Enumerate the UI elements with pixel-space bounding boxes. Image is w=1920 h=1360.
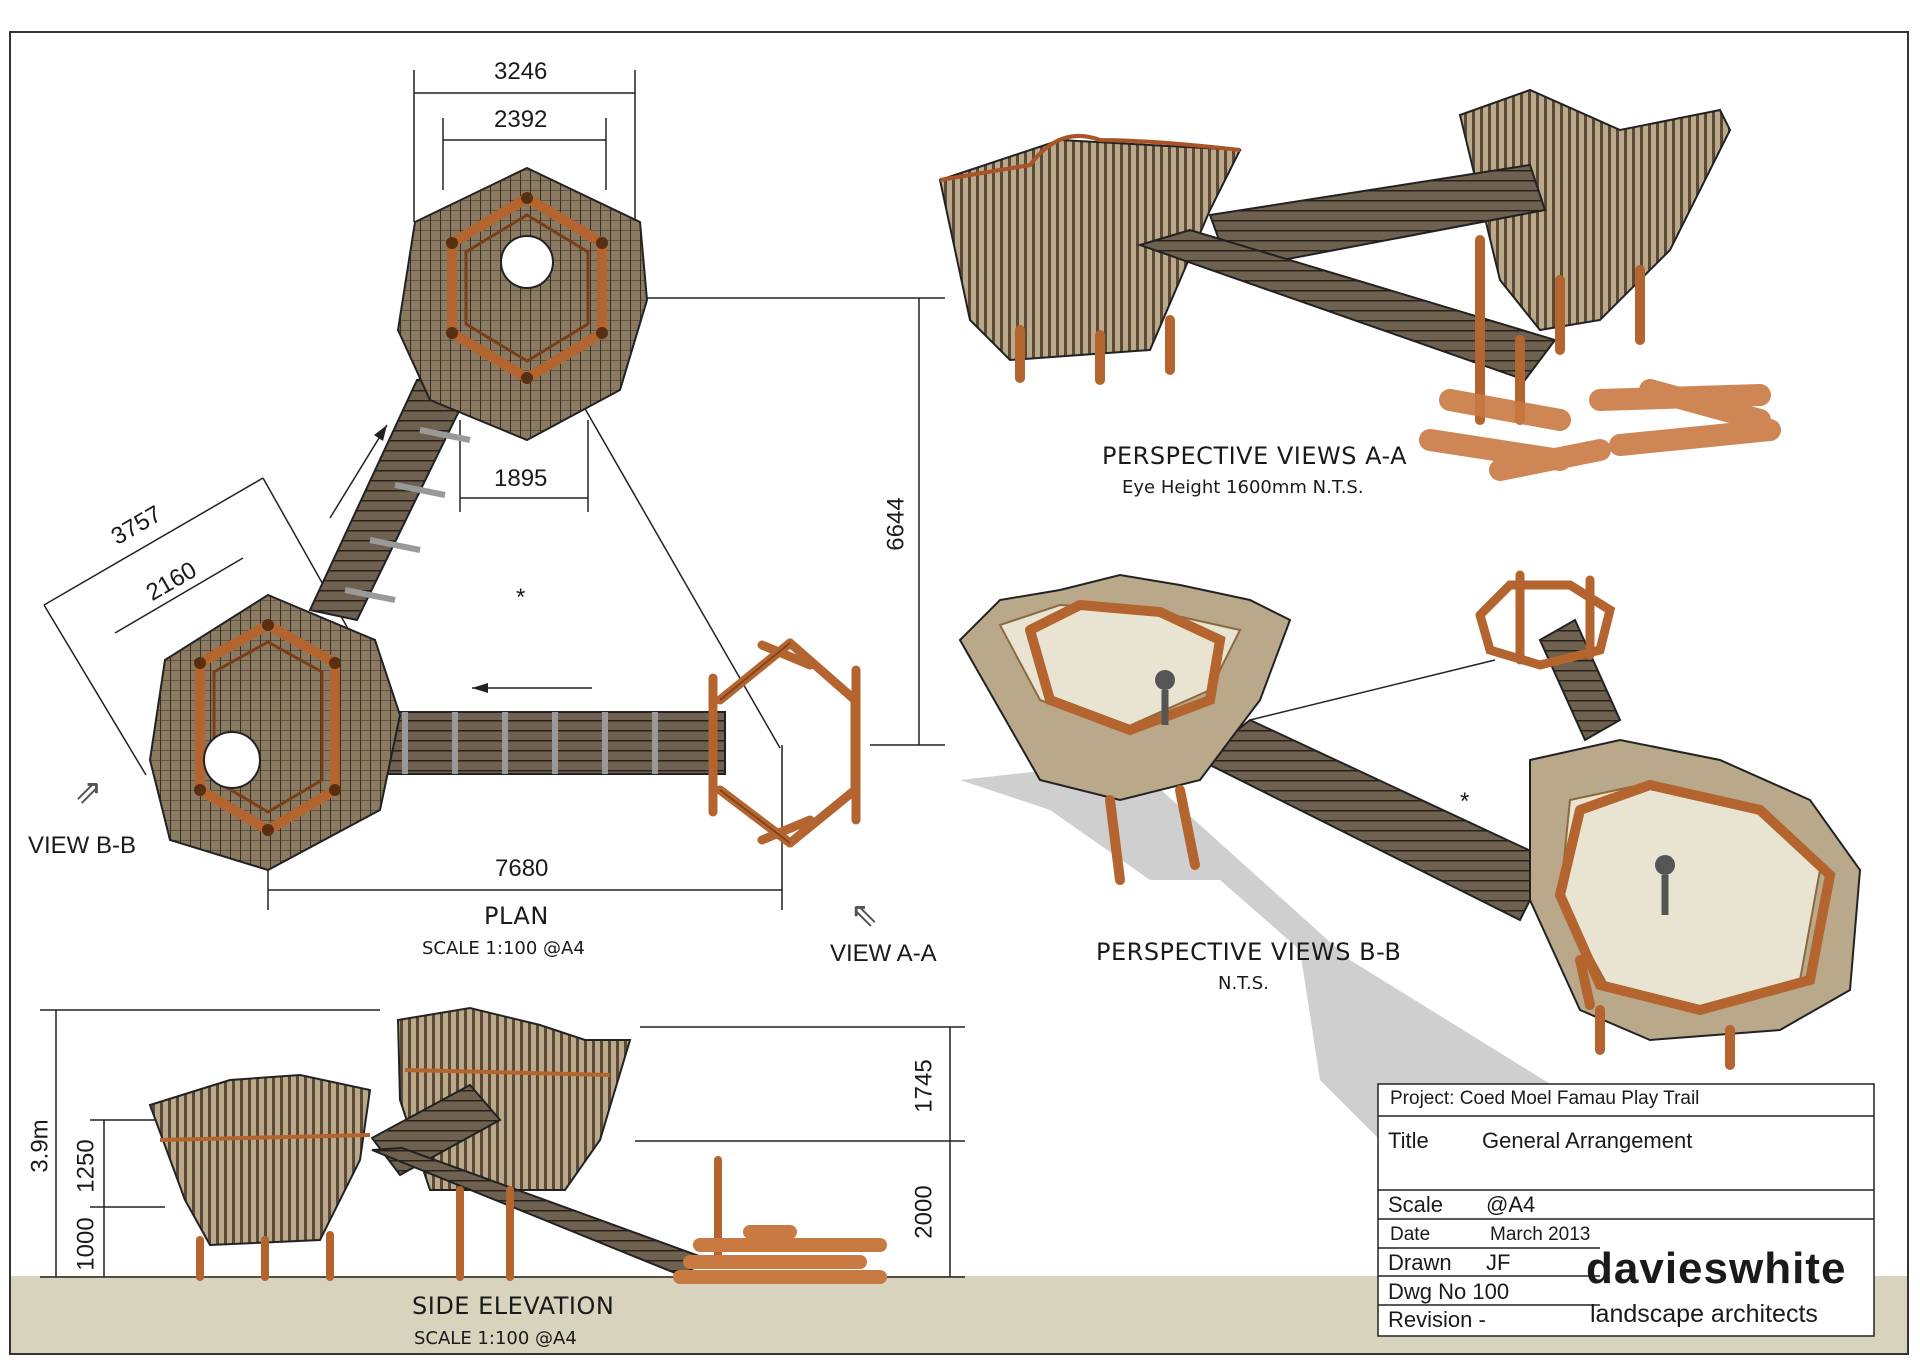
company-logo: davieswhite (1586, 1244, 1847, 1293)
dim-top-small: 1895 (494, 465, 548, 492)
plan-star: * (516, 584, 526, 611)
perspective-bb-note: N.T.S. (1218, 973, 1269, 994)
elevation-scale: SCALE 1:100 @A4 (414, 1328, 577, 1349)
view-aa-arrow-icon: ⇖ (850, 895, 879, 935)
tb-scale-value: @A4 (1486, 1192, 1536, 1217)
sheet-border (9, 31, 1909, 1355)
tb-project: Project: Coed Moel Famau Play Trail (1390, 1088, 1700, 1109)
tb-title-value: General Arrangement (1482, 1128, 1693, 1153)
tb-title-label: Title (1388, 1128, 1429, 1153)
dim-elev-lower-left: 1000 (72, 1217, 100, 1271)
tb-drawn-label: Drawn (1388, 1250, 1452, 1275)
tb-drawn-value: JF (1486, 1250, 1511, 1275)
dim-top-outer: 3246 (494, 58, 548, 85)
perspective-aa-drawing (938, 88, 1781, 481)
perspective-bb-drawing (958, 570, 1862, 1190)
tb-dwg-label: Dwg No 100 (1388, 1279, 1510, 1304)
dim-elev-total: 3.9m (26, 1119, 54, 1173)
perspective-bb-star: * (1460, 788, 1470, 815)
company-tagline: landscape architects (1590, 1300, 1818, 1328)
dim-elev-upper-left: 1250 (72, 1139, 100, 1193)
tb-date-label: Date (1390, 1224, 1431, 1245)
side-elevation-drawing (40, 1006, 965, 1284)
dim-top-inner: 2392 (494, 106, 548, 133)
tb-scale-label: Scale (1388, 1192, 1444, 1217)
plan-scale: SCALE 1:100 @A4 (422, 938, 585, 959)
plan-title: PLAN (484, 902, 549, 930)
dim-height: 6644 (882, 497, 910, 551)
tb-date-value: March 2013 (1490, 1224, 1591, 1245)
dim-width: 7680 (495, 855, 549, 882)
perspective-aa-title: PERSPECTIVE VIEWS A-A (1102, 442, 1408, 470)
perspective-bb-title: PERSPECTIVE VIEWS B-B (1096, 938, 1402, 966)
view-bb-arrow-icon: ⇗ (74, 772, 103, 812)
view-aa-label: VIEW A-A (830, 940, 937, 967)
view-bb-label: VIEW B-B (28, 832, 137, 859)
title-block-frame (1377, 1083, 1875, 1337)
dim-elev-upper-right: 1745 (910, 1059, 938, 1113)
elevation-title: SIDE ELEVATION (412, 1292, 615, 1320)
tb-revision-label: Revision - (1388, 1307, 1486, 1332)
plan-drawing (43, 70, 945, 910)
perspective-aa-note: Eye Height 1600mm N.T.S. (1122, 477, 1364, 498)
dim-elev-lower-right: 2000 (910, 1185, 938, 1239)
